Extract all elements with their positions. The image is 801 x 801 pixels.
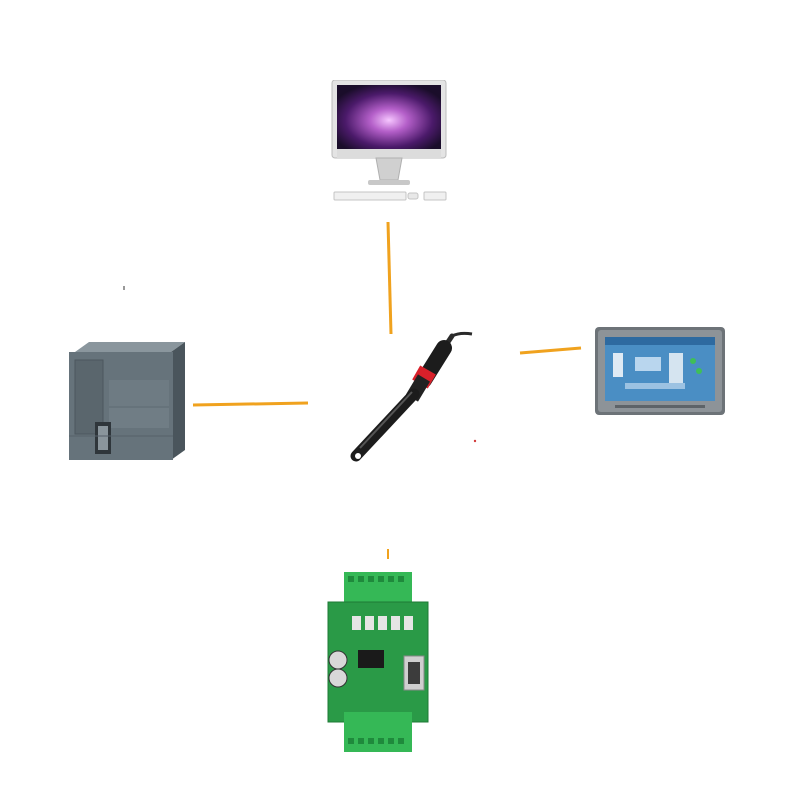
control-board	[322, 572, 434, 752]
link-right	[519, 346, 582, 355]
computer-monitor	[328, 80, 450, 206]
hmi-touch-panel	[595, 327, 725, 415]
link-top	[386, 221, 393, 335]
conductivity-sensor-probe	[340, 330, 490, 470]
plc-module	[67, 340, 187, 462]
stray-dot	[473, 439, 477, 443]
link-left	[192, 401, 309, 407]
